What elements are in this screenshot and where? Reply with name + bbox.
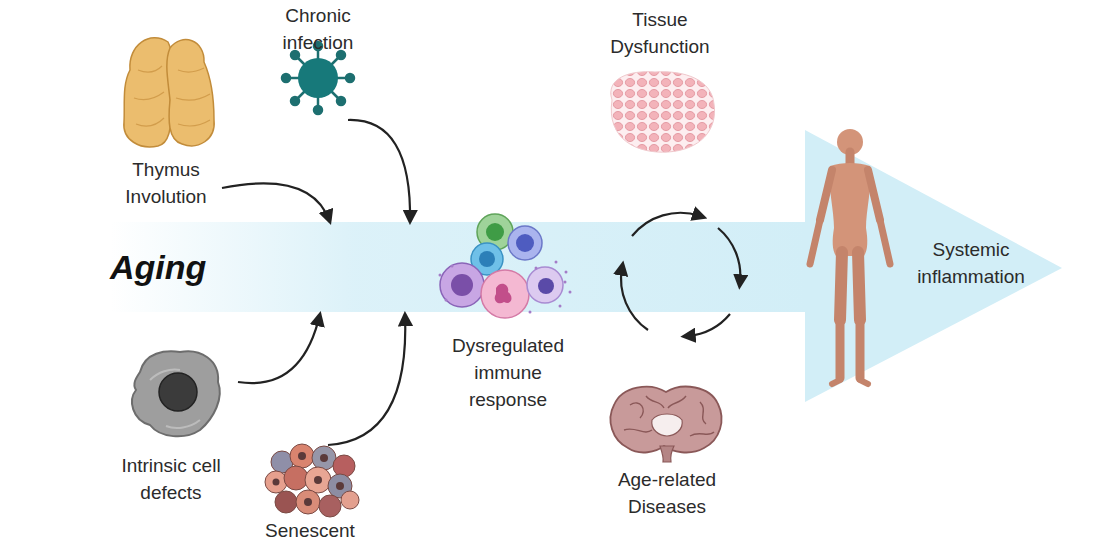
curved-arrow (328, 314, 405, 445)
thymus-icon (124, 38, 214, 147)
curved-arrow (222, 183, 330, 222)
immune-cells-icon (439, 214, 572, 318)
brain-icon (610, 387, 721, 462)
node-label: Thymus Involution (110, 156, 222, 210)
thymus-node: Thymus Involution (110, 30, 222, 218)
effect-label: Systemic inflammation (908, 236, 1034, 290)
cell-defect-node: Intrinsic cell defects (104, 345, 238, 515)
node-label: Intrinsic cell defects (104, 452, 238, 506)
aging-band: Aging (110, 222, 810, 314)
big-arrowhead (805, 130, 1062, 402)
tissue-icon (611, 72, 715, 152)
senescent-node: Senescent (250, 445, 370, 547)
node-label: Tissue Dysfunction (590, 6, 730, 60)
curved-arrow (348, 120, 410, 222)
senescent-cells-icon (265, 444, 359, 517)
band-title: Aging (110, 222, 810, 312)
curved-arrow (238, 314, 320, 383)
immune-node: Dysregulated immune response (440, 210, 576, 415)
human-figure (810, 129, 890, 384)
disease-node: Age-related Diseases (598, 382, 736, 522)
node-label: Senescent (250, 517, 370, 544)
node-label: Dysregulated immune response (440, 332, 576, 413)
node-label: Chronic infection (258, 2, 378, 56)
infection-node: Chronic infection (258, 2, 378, 120)
tissue-node: Tissue Dysfunction (590, 0, 730, 160)
node-label: Age-related Diseases (598, 466, 736, 520)
cell-icon (132, 351, 220, 436)
aging-band (110, 222, 810, 312)
cycle-arrows (621, 213, 740, 336)
